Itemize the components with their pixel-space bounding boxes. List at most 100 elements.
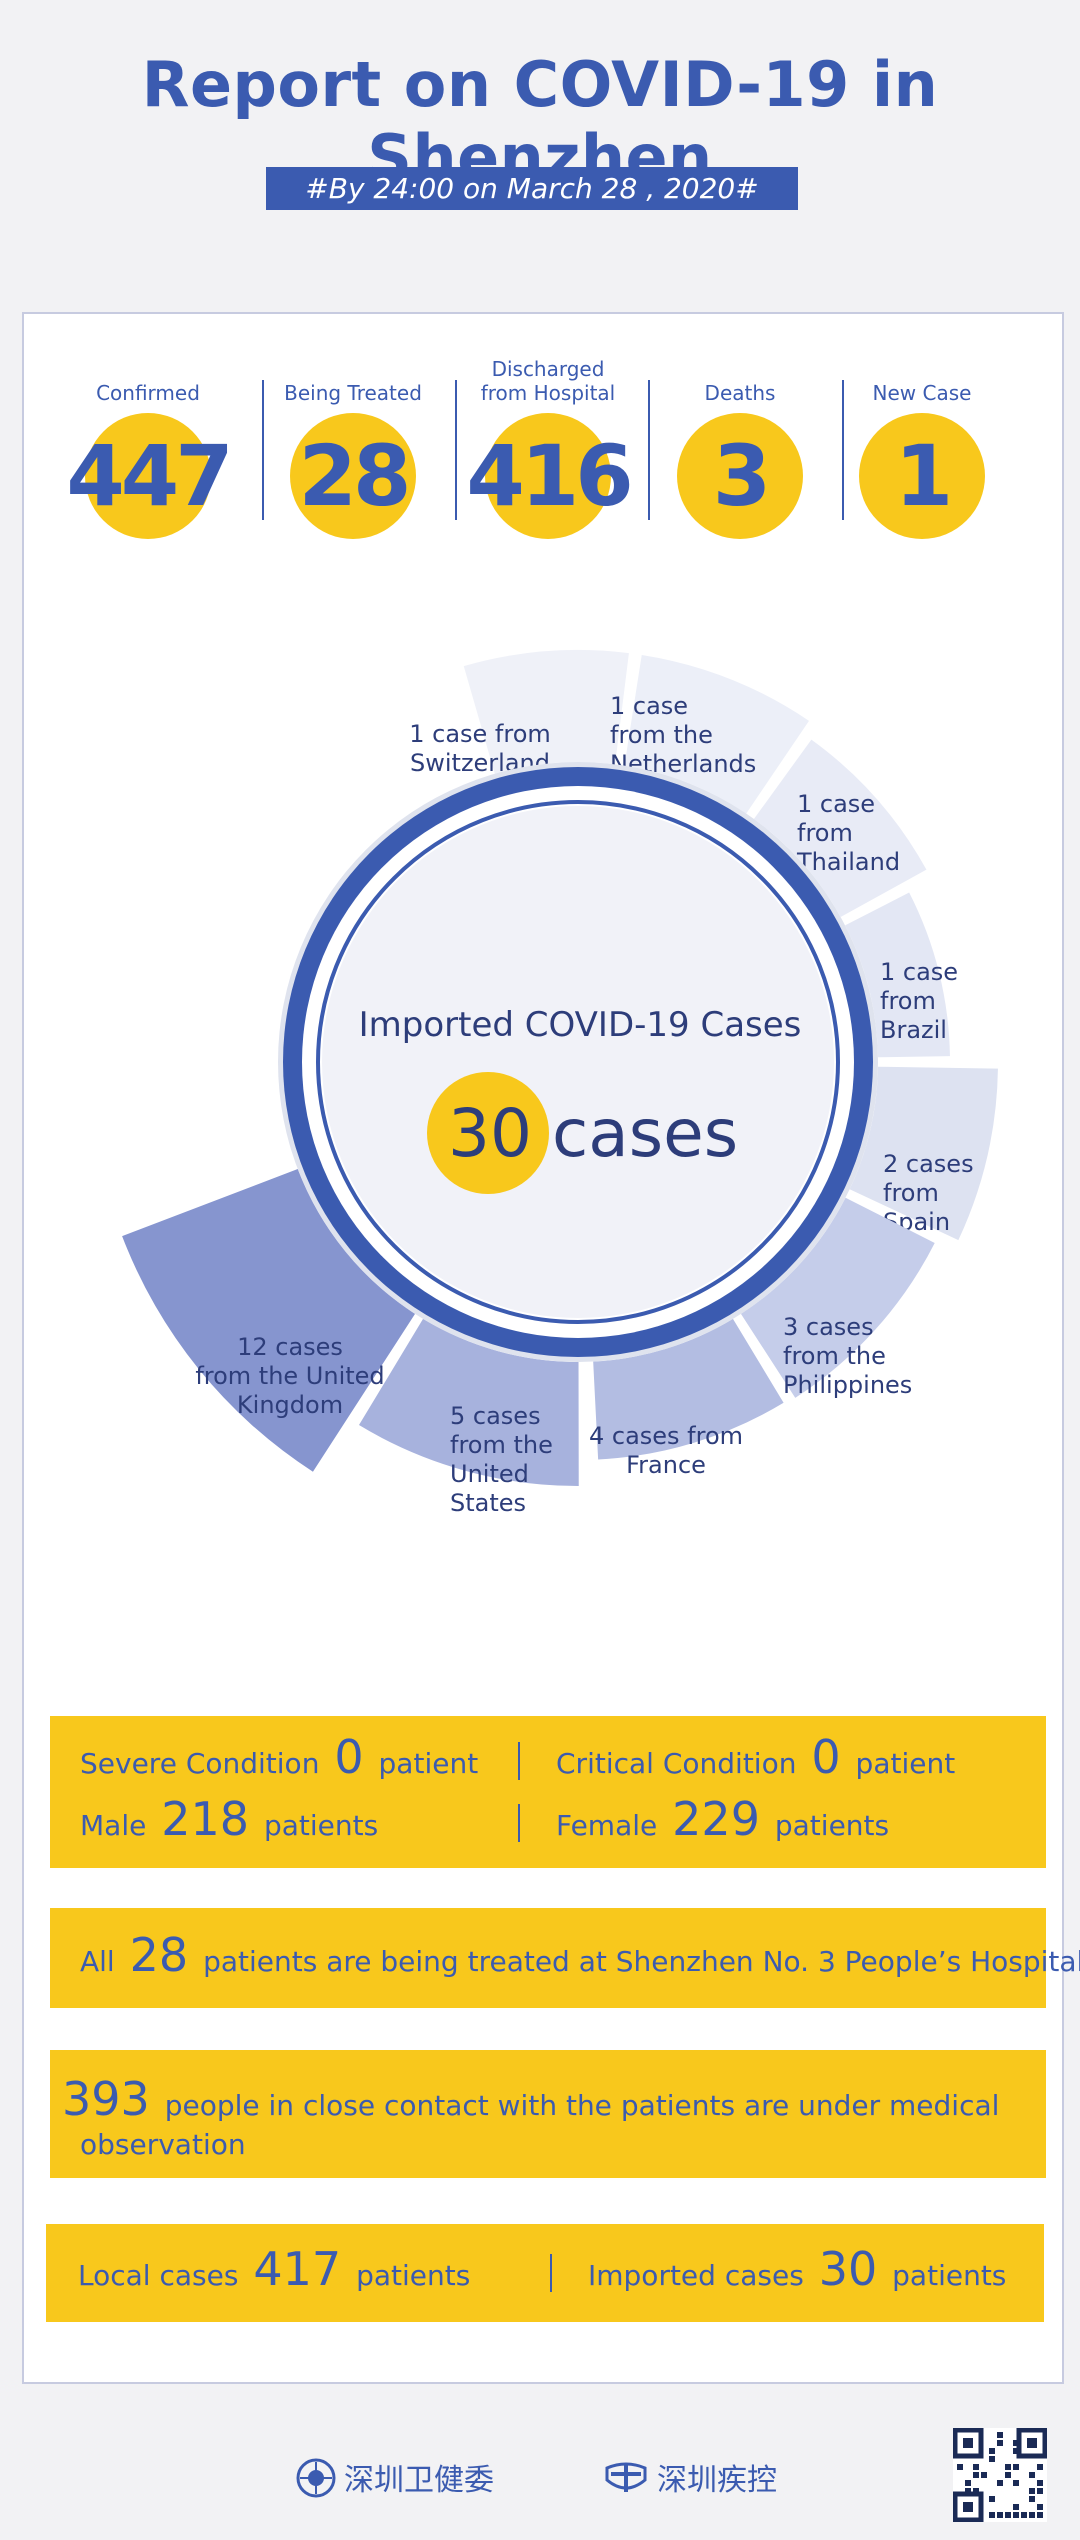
severe-value: 0 bbox=[334, 1730, 364, 1784]
female-unit: patients bbox=[774, 1809, 890, 1842]
stat-label: Confirmed bbox=[96, 381, 200, 405]
qr-module bbox=[973, 2472, 979, 2478]
pie-slice bbox=[463, 650, 629, 774]
imported-unit-label: patients bbox=[892, 2259, 1007, 2292]
contacts-value: 393 bbox=[62, 2072, 150, 2126]
qr-module bbox=[1029, 2488, 1035, 2494]
qr-module bbox=[957, 2464, 963, 2470]
hospital-prefix: All bbox=[80, 1945, 115, 1978]
qr-module bbox=[1005, 2512, 1011, 2518]
critical-value: 0 bbox=[811, 1730, 841, 1784]
stat-label: Being Treated bbox=[284, 381, 422, 405]
stat-value: 447 bbox=[66, 427, 233, 525]
stat-divider bbox=[455, 380, 457, 520]
qr-module bbox=[965, 2480, 971, 2486]
severe-label: Severe Condition bbox=[80, 1747, 320, 1780]
hospital-value: 28 bbox=[129, 1928, 189, 1982]
contacts-text-2: observation bbox=[80, 2128, 246, 2161]
stat-circle: 3 bbox=[677, 413, 803, 539]
imported-label: Imported cases bbox=[588, 2259, 804, 2292]
female-row: Female 229 patients bbox=[556, 1792, 889, 1846]
qr-module bbox=[1037, 2464, 1043, 2470]
pie-slice bbox=[740, 1197, 935, 1398]
imported-title: Imported COVID-19 Cases bbox=[359, 1005, 802, 1045]
stat-new-case: New Case 1 bbox=[827, 355, 1017, 539]
cdc-emblem-icon bbox=[603, 2458, 649, 2506]
qr-module bbox=[1029, 2496, 1035, 2502]
male-row: Male 218 patients bbox=[80, 1792, 378, 1846]
imported-count: 30 bbox=[448, 1095, 532, 1172]
local-value: 417 bbox=[253, 2242, 342, 2296]
pie-slice bbox=[849, 1066, 998, 1241]
qr-module bbox=[973, 2464, 979, 2470]
local-label: Local cases bbox=[78, 2259, 239, 2292]
pie-slice bbox=[593, 1318, 784, 1460]
pie-slice bbox=[358, 1318, 579, 1486]
severe-unit: patient bbox=[378, 1747, 479, 1780]
qr-module bbox=[981, 2472, 987, 2478]
qr-module bbox=[989, 2448, 995, 2454]
hospital-box: All 28 patients are being treated at She… bbox=[50, 1908, 1080, 2008]
qr-module bbox=[989, 2512, 995, 2518]
qr-module bbox=[997, 2432, 1003, 2438]
qr-module bbox=[989, 2456, 995, 2462]
footer-logo-health: 深圳卫健委 bbox=[296, 2455, 494, 2506]
stat-confirmed: Confirmed 447 bbox=[53, 355, 243, 539]
stat-value: 3 bbox=[712, 427, 771, 525]
stat-value: 1 bbox=[894, 427, 953, 525]
stat-label: Discharged from Hospital bbox=[480, 357, 616, 405]
origin-box: Local cases 417 patients Imported cases … bbox=[46, 2224, 1044, 2322]
severe-row: Severe Condition 0 patient bbox=[80, 1730, 478, 1784]
qr-module bbox=[1037, 2512, 1043, 2518]
imported-unit: cases bbox=[552, 1095, 738, 1172]
pie-slice bbox=[624, 654, 809, 814]
local-unit: patients bbox=[356, 2259, 471, 2292]
pie-slice bbox=[122, 1169, 416, 1472]
inner-disc bbox=[322, 806, 834, 1318]
imported-row: Imported cases 30 patients bbox=[588, 2242, 1006, 2296]
male-unit: patients bbox=[263, 1809, 379, 1842]
qr-module bbox=[1013, 2504, 1019, 2510]
qr-module bbox=[1029, 2512, 1035, 2518]
hospital-row: All 28 patients are being treated at She… bbox=[80, 1928, 1080, 1982]
local-row: Local cases 417 patients bbox=[78, 2242, 470, 2296]
contacts-line1: 393 people in close contact with the pat… bbox=[62, 2072, 999, 2126]
divider bbox=[518, 1742, 520, 1780]
health-emblem-icon bbox=[296, 2458, 336, 2506]
stat-label: New Case bbox=[872, 381, 972, 405]
qr-module bbox=[997, 2512, 1003, 2518]
conditions-box: Severe Condition 0 patient Critical Cond… bbox=[50, 1716, 1046, 1868]
qr-code-icon bbox=[953, 2428, 1047, 2522]
male-label: Male bbox=[80, 1809, 147, 1842]
contacts-text: people in close contact with the patient… bbox=[164, 2089, 1000, 2122]
inner-ring-line bbox=[316, 800, 840, 1324]
qr-module bbox=[997, 2480, 1003, 2486]
stat-label: Deaths bbox=[704, 381, 776, 405]
stat-divider bbox=[648, 380, 650, 520]
contacts-box: 393 people in close contact with the pat… bbox=[50, 2050, 1046, 2178]
stat-circle: 28 bbox=[290, 413, 416, 539]
qr-module bbox=[1013, 2440, 1019, 2446]
divider bbox=[518, 1804, 520, 1842]
female-value: 229 bbox=[672, 1792, 760, 1846]
stat-value: 28 bbox=[298, 427, 412, 525]
qr-module bbox=[1005, 2464, 1011, 2470]
qr-module bbox=[1037, 2480, 1043, 2486]
qr-module bbox=[1013, 2448, 1019, 2454]
qr-module bbox=[1013, 2512, 1019, 2518]
stat-being-treated: Being Treated 28 bbox=[258, 355, 448, 539]
pie-slice bbox=[845, 892, 950, 1058]
critical-row: Critical Condition 0 patient bbox=[556, 1730, 955, 1784]
stat-divider bbox=[262, 380, 264, 520]
footer-logo-text: 深圳卫健委 bbox=[344, 2463, 494, 2498]
pie-slice bbox=[753, 739, 927, 918]
stat-divider bbox=[842, 380, 844, 520]
